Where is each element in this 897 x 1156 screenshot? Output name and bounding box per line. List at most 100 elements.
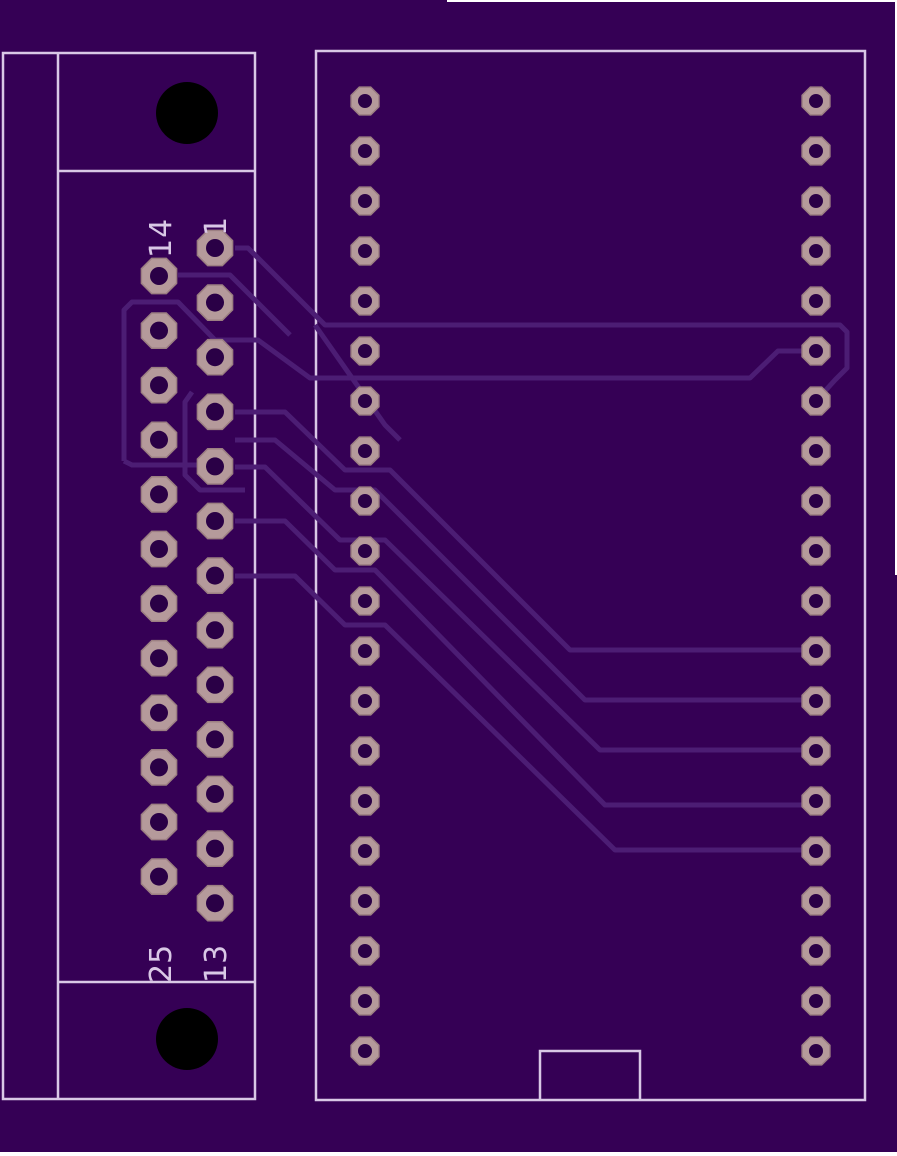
pad-drill-hole (358, 294, 372, 308)
db25-pad-8 (196, 611, 234, 649)
copper-trace-10 (235, 573, 816, 853)
header-left-pad-4 (350, 236, 380, 266)
db25-pad-17 (140, 421, 178, 459)
db25-pad-24 (140, 803, 178, 841)
copper-trace-2 (121, 299, 816, 461)
db25-pad-20 (140, 585, 178, 622)
header-left-pad-16 (350, 836, 380, 866)
db25-pad-10 (196, 721, 234, 758)
pad-drill-hole (358, 344, 372, 358)
pad-drill-hole (150, 703, 168, 722)
header-right-pad-8 (801, 436, 831, 466)
module-outline (314, 49, 867, 1102)
header-left-pad-20 (350, 1036, 380, 1066)
pad-drill-hole (358, 1044, 372, 1058)
db25-pad-1 (196, 229, 234, 267)
pad-drill-hole (809, 1044, 823, 1058)
pad-drill-hole (809, 794, 823, 808)
header-right-pad-19 (801, 986, 831, 1016)
header-right-pad-5 (801, 286, 831, 316)
db25-pad-18 (140, 476, 178, 513)
pad-drill-hole (358, 144, 372, 158)
pad-drill-hole (358, 494, 372, 508)
header-right-pad-6 (801, 336, 831, 366)
header-right-pad-3 (801, 186, 831, 216)
pad-drill-hole (358, 194, 372, 208)
header-left-pad-12 (350, 636, 380, 666)
header-left-pad-2 (350, 136, 380, 166)
header-right-pad-15 (801, 786, 831, 816)
pad-drill-hole (809, 344, 823, 358)
header-left-pad-7 (350, 386, 380, 416)
pad-drill-hole (809, 744, 823, 758)
pad-drill-hole (358, 94, 372, 108)
pad-drill-hole (150, 485, 168, 504)
pad-drill-hole (358, 744, 372, 758)
pad-drill-hole (150, 376, 168, 395)
pad-drill-hole (206, 675, 224, 694)
copper-trace-9 (235, 518, 816, 808)
header-left-pad-17 (350, 886, 380, 916)
header-left-pad-1 (350, 86, 380, 116)
pad-drill-hole (358, 994, 372, 1008)
header-right-pad-17 (801, 886, 831, 916)
header-right-pad-4 (801, 236, 831, 266)
pad-drill-hole (809, 144, 823, 158)
copper-trace-6 (235, 409, 816, 653)
header-right-pad-20 (801, 1036, 831, 1066)
header-right-pad-11 (801, 586, 831, 616)
pad-drill-hole (150, 813, 168, 831)
header-left-pad-3 (350, 186, 380, 216)
header-right-pad-16 (801, 836, 831, 866)
header-pad-group (350, 86, 831, 1066)
header-left-pad-5 (350, 286, 380, 316)
pad-drill-hole (358, 244, 372, 258)
pin-label-13: 13 (199, 945, 234, 983)
header-left-pad-8 (350, 436, 380, 466)
pad-drill-hole (150, 867, 168, 886)
pad-drill-hole (206, 512, 224, 530)
pad-drill-hole (206, 839, 224, 858)
pin-label-1: 1 (199, 217, 234, 236)
pad-drill-hole (206, 239, 224, 257)
pad-drill-hole (809, 994, 823, 1008)
pin-label-25: 25 (144, 945, 179, 983)
header-left-pad-14 (350, 736, 380, 766)
pad-drill-hole (358, 444, 372, 458)
header-left-pad-10 (350, 536, 380, 566)
db25-pad-15 (140, 312, 178, 349)
pad-drill-hole (150, 540, 168, 558)
db25-pad-5 (196, 448, 234, 485)
mounting-hole-bottom (156, 1008, 218, 1070)
pad-drill-hole (809, 194, 823, 208)
header-right-pad-13 (801, 686, 831, 716)
pad-drill-hole (358, 894, 372, 908)
pad-drill-hole (809, 394, 823, 408)
header-left-pad-18 (350, 936, 380, 966)
db25-pad-14 (140, 257, 178, 295)
copper-trace-1 (235, 245, 850, 403)
db25-pad-4 (196, 393, 234, 431)
pad-drill-hole (206, 730, 224, 749)
header-right-pad-2 (801, 136, 831, 166)
header-right-pad-1 (801, 86, 831, 116)
pad-drill-hole (809, 444, 823, 458)
pad-drill-hole (809, 944, 823, 958)
header-right-pad-14 (801, 736, 831, 766)
pad-drill-hole (809, 844, 823, 858)
db25-pad-13 (196, 884, 234, 922)
header-left-pad-15 (350, 786, 380, 816)
db25-pad-22 (140, 694, 178, 732)
pad-drill-hole (358, 944, 372, 958)
pad-drill-hole (809, 544, 823, 558)
pin-label-14: 14 (144, 218, 179, 258)
copper-trace-11 (312, 323, 402, 442)
pad-drill-hole (358, 394, 372, 408)
db25-pad-23 (140, 749, 178, 786)
db25-pad-7 (196, 557, 234, 594)
pad-drill-hole (809, 894, 823, 908)
db25-pad-6 (196, 502, 234, 540)
